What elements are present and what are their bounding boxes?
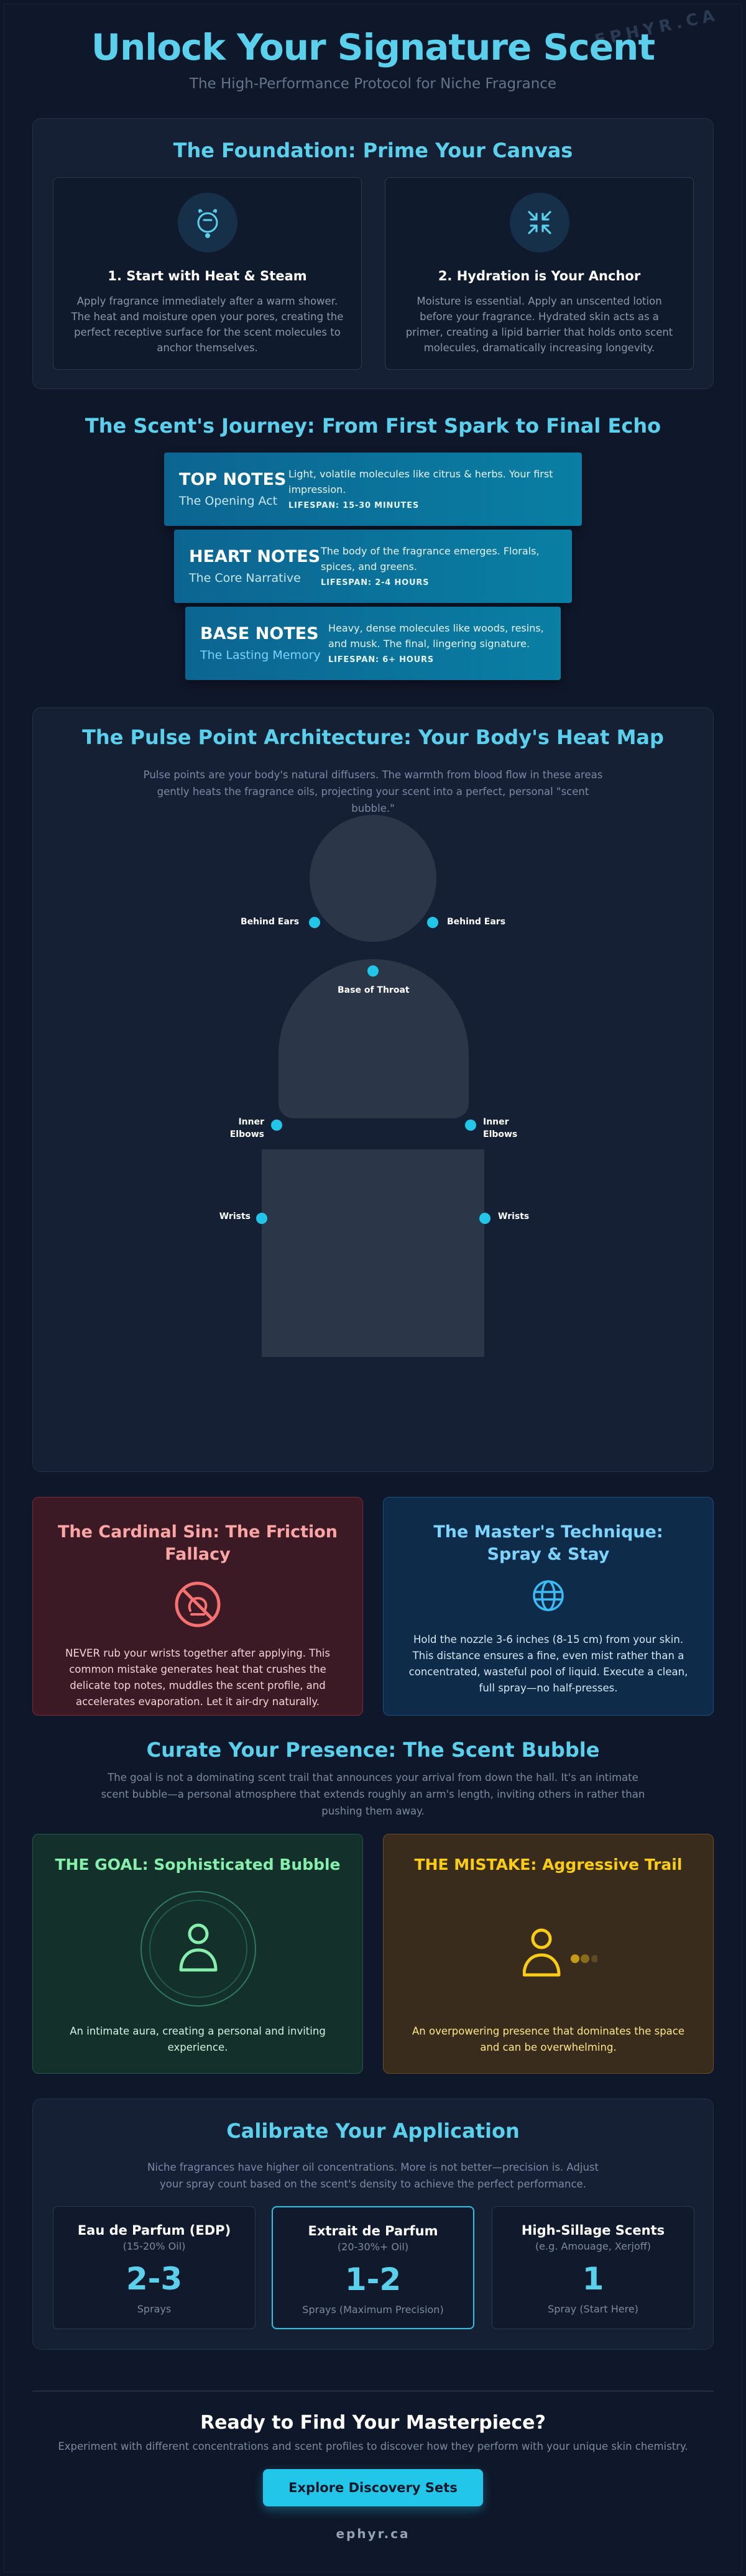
goal-title: THE GOAL: Sophisticated Bubble xyxy=(55,1856,341,1874)
pulse-point-ear-left xyxy=(309,917,320,928)
body-torso xyxy=(279,959,469,1118)
note-lifespan: LIFESPAN: 6+ HOURS xyxy=(328,655,434,665)
spray-unit: Sprays xyxy=(137,2303,172,2315)
concentration-oil: (20-30%+ Oil) xyxy=(337,2241,409,2253)
pulse-label-throat: Base of Throat xyxy=(338,985,410,995)
journey-title: The Scent's Journey: From First Spark to… xyxy=(85,414,661,438)
foundation-card-text: Apply fragrance immediately after a warm… xyxy=(71,295,344,354)
calibrate-card-edp: Eau de Parfum (EDP) (15-20% Oil) 2-3 Spr… xyxy=(53,2206,256,2329)
foundation-section: The Foundation: Prime Your Canvas 1. Sta… xyxy=(32,118,714,389)
globe-icon xyxy=(531,1578,566,1613)
note-lifespan: LIFESPAN: 15-30 MINUTES xyxy=(288,501,420,510)
spray-count: 1-2 xyxy=(344,2261,402,2298)
pulse-section: The Pulse Point Architecture: Your Body'… xyxy=(32,707,714,1472)
note-card-base: BASE NOTES The Lasting Memory Heavy, den… xyxy=(185,607,561,680)
calibrate-card-high-sillage: High-Sillage Scents (e.g. Amouage, Xerjo… xyxy=(492,2206,694,2329)
spray-count: 1 xyxy=(582,2261,604,2297)
compress-arrows-icon xyxy=(509,193,569,252)
concentration-name: Eau de Parfum (EDP) xyxy=(77,2223,231,2238)
pulse-intro: Pulse points are your body's natural dif… xyxy=(143,769,603,814)
spray-unit: Spray (Start Here) xyxy=(548,2303,638,2315)
technique-title: The Master's Technique: Spray & Stay xyxy=(433,1522,663,1564)
technique-text: Hold the nozzle 3-6 inches (8-15 cm) fro… xyxy=(408,1634,688,1694)
foundation-card-title: 2. Hydration is Your Anchor xyxy=(438,269,641,283)
note-card-heart: HEART NOTES The Core Narrative The body … xyxy=(174,530,572,603)
concentration-name: High-Sillage Scents xyxy=(521,2223,665,2238)
spray-count: 2-3 xyxy=(126,2261,183,2297)
pulse-label-wrists-left: Wrists xyxy=(219,1212,251,1221)
pulse-label-elbows-left: Inner Elbows xyxy=(229,1117,264,1139)
bubble-intro: The goal is not a dominating scent trail… xyxy=(101,1772,645,1817)
footer-link[interactable]: ephyr.ca xyxy=(336,2526,410,2541)
note-lifespan: LIFESPAN: 2-4 HOURS xyxy=(321,578,430,587)
page-subtitle: The High-Performance Protocol for Niche … xyxy=(189,76,557,92)
note-name: HEART NOTES xyxy=(189,547,321,566)
sin-text: NEVER rub your wrists together after app… xyxy=(65,1647,330,1708)
note-name: BASE NOTES xyxy=(200,624,319,643)
pulse-point-elbow-right xyxy=(465,1120,476,1131)
calibrate-card-extrait: Extrait de Parfum (20-30%+ Oil) 1-2 Spra… xyxy=(272,2206,474,2329)
mistake-card: THE MISTAKE: Aggressive Trail An overpow… xyxy=(383,1834,714,2074)
cta-title: Ready to Find Your Masterpiece? xyxy=(200,2412,546,2434)
friction-sin-card: The Cardinal Sin: The Friction Fallacy N… xyxy=(32,1497,363,1716)
foundation-card-title: 1. Start with Heat & Steam xyxy=(108,269,307,283)
pulse-point-wrist-left xyxy=(256,1213,267,1224)
pulse-title: The Pulse Point Architecture: Your Body'… xyxy=(82,725,664,749)
calibrate-title: Calibrate Your Application xyxy=(226,2119,520,2143)
foundation-title: The Foundation: Prime Your Canvas xyxy=(173,139,573,162)
pulse-label-ears-left: Behind Ears xyxy=(241,917,300,927)
pulse-point-throat xyxy=(367,965,379,977)
bubble-person-icon xyxy=(140,1890,257,2007)
page-header: Unlock Your Signature Scent The High-Per… xyxy=(0,26,746,92)
concentration-oil: (15-20% Oil) xyxy=(122,2240,186,2252)
explore-discovery-sets-button[interactable]: Explore Discovery Sets xyxy=(263,2469,483,2506)
calibrate-section: Calibrate Your Application Niche fragran… xyxy=(32,2099,714,2350)
note-description: Light, volatile molecules like citrus & … xyxy=(288,468,553,495)
concentration-name: Extrait de Parfum xyxy=(308,2224,438,2238)
note-description: Heavy, dense molecules like woods, resin… xyxy=(328,622,544,650)
note-subtitle: The Lasting Memory xyxy=(200,648,321,662)
note-name: TOP NOTES xyxy=(179,470,287,489)
no-rubbing-icon xyxy=(173,1580,223,1629)
pulse-label-elbows-right: Inner Elbows xyxy=(483,1117,518,1139)
trail-person-icon xyxy=(522,1925,599,1985)
pulse-label-ears-right: Behind Ears xyxy=(447,917,506,927)
body-head xyxy=(310,815,436,942)
calibrate-intro: Niche fragrances have higher oil concent… xyxy=(147,2161,599,2190)
note-subtitle: The Opening Act xyxy=(179,494,278,508)
note-description: The body of the fragrance emerges. Flora… xyxy=(321,545,540,573)
bubble-title: Curate Your Presence: The Scent Bubble xyxy=(146,1738,600,1762)
goal-text: An intimate aura, creating a personal an… xyxy=(70,2025,326,2053)
spray-unit: Sprays (Maximum Precision) xyxy=(302,2304,444,2316)
concentration-oil: (e.g. Amouage, Xerjoff) xyxy=(535,2240,652,2252)
pulse-label-wrists-right: Wrists xyxy=(498,1212,530,1221)
foundation-card-heat: 1. Start with Heat & Steam Apply fragran… xyxy=(53,177,362,370)
note-subtitle: The Core Narrative xyxy=(189,571,301,585)
body-lower xyxy=(262,1149,484,1357)
mistake-title: THE MISTAKE: Aggressive Trail xyxy=(414,1856,683,1874)
cta-text: Experiment with different concentrations… xyxy=(58,2440,688,2452)
mistake-text: An overpowering presence that dominates … xyxy=(412,2025,684,2053)
sin-title: The Cardinal Sin: The Friction Fallacy xyxy=(57,1522,338,1564)
foundation-card-text: Moisture is essential. Apply an unscente… xyxy=(405,295,673,354)
pulse-point-ear-right xyxy=(427,917,438,928)
shower-icon xyxy=(177,193,237,252)
note-card-top: TOP NOTES The Opening Act Light, volatil… xyxy=(164,453,582,526)
pulse-point-elbow-left xyxy=(271,1120,282,1131)
spray-technique-card: The Master's Technique: Spray & Stay Hol… xyxy=(383,1497,714,1716)
pulse-point-wrist-right xyxy=(479,1213,490,1224)
goal-card: THE GOAL: Sophisticated Bubble An intima… xyxy=(32,1834,363,2074)
page-title: Unlock Your Signature Scent xyxy=(91,26,655,68)
foundation-card-hydration: 2. Hydration is Your Anchor Moisture is … xyxy=(385,177,694,370)
